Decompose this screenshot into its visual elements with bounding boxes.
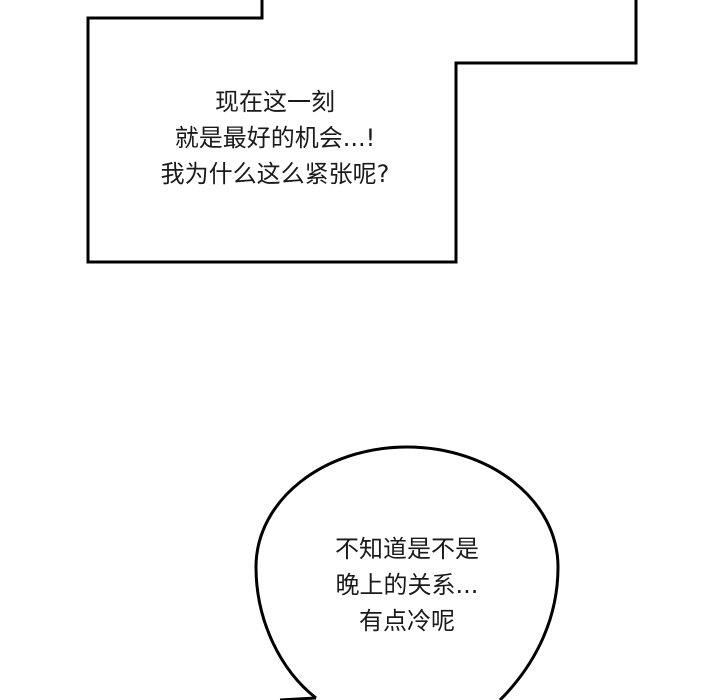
text-line: 我为什么这么紧张呢? <box>160 160 390 188</box>
narration-box <box>86 0 638 264</box>
narration-text: 现在这一刻 就是最好的机会...! 我为什么这么紧张呢? <box>110 84 440 192</box>
text-line: 现在这一刻 <box>215 88 335 116</box>
text-line: 就是最好的机会...! <box>174 124 376 152</box>
speech-bubble-outline <box>254 445 560 700</box>
text-line: 晚上的关系... <box>335 571 479 599</box>
speech-text: 不知道是不是 晚上的关系... 有点冷呢 <box>287 531 527 639</box>
text-line: 有点冷呢 <box>359 607 455 635</box>
text-line: 不知道是不是 <box>335 535 479 563</box>
